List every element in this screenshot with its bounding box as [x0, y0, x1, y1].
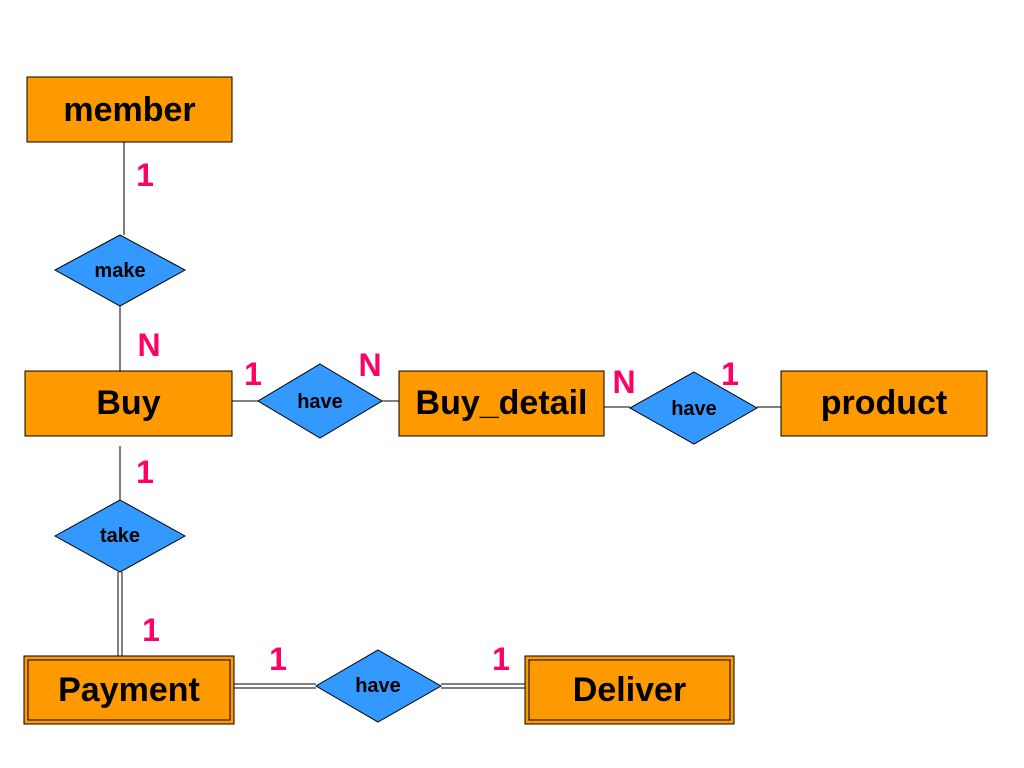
entity-deliver-label: Deliver — [573, 671, 686, 709]
cardinality-have-product: 1 — [721, 356, 739, 392]
cardinality-take-payment: 1 — [142, 612, 160, 648]
cardinality-make-buy: N — [137, 327, 160, 363]
relationship-make-label: make — [94, 260, 145, 282]
relationship-have-detail-product: have — [628, 371, 759, 445]
entity-buy-detail: Buy_detail — [398, 370, 605, 437]
entity-member: member — [26, 76, 233, 143]
cardinality-buy-detail-have: N — [612, 364, 635, 400]
relationship-have-buy-detail: have — [257, 363, 383, 439]
relationship-take-label: take — [100, 525, 140, 547]
cardinality-buy-have: 1 — [244, 356, 262, 392]
relationship-make: make — [53, 234, 187, 307]
entity-payment: Payment — [23, 655, 235, 725]
relationship-take: take — [53, 499, 187, 573]
cardinality-have-deliver: 1 — [492, 641, 510, 677]
cardinality-payment-have: 1 — [269, 641, 287, 677]
entity-deliver: Deliver — [524, 655, 735, 725]
relationship-have-detail-product-label: have — [671, 398, 717, 420]
relationship-have-payment-deliver: have — [315, 649, 443, 723]
cardinality-member-make: 1 — [136, 157, 154, 193]
relationship-have-payment-deliver-label: have — [355, 675, 401, 697]
cardinality-labels: 1 N 1 N N 1 1 1 1 1 — [136, 157, 739, 677]
cardinality-buy-take: 1 — [136, 454, 154, 490]
entity-buy: Buy — [24, 370, 233, 437]
entity-payment-label: Payment — [58, 671, 200, 709]
double-connector-lines — [117, 572, 525, 689]
entity-member-label: member — [63, 91, 195, 129]
cardinality-have-buy-detail: N — [358, 347, 381, 383]
connector-lines — [119, 142, 781, 500]
entity-buy-detail-label: Buy_detail — [416, 384, 588, 422]
entity-product-label: product — [821, 384, 948, 422]
entity-buy-label: Buy — [96, 384, 160, 422]
relationship-have-buy-detail-label: have — [297, 391, 343, 413]
entity-product: product — [780, 370, 988, 437]
